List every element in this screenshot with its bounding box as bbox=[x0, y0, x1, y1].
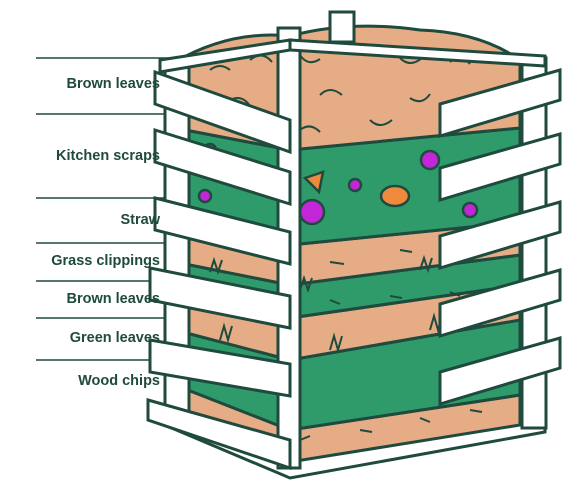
label-kitchen-scraps: Kitchen scraps bbox=[0, 148, 160, 164]
label-brown-leaves-lower: Brown leaves bbox=[0, 291, 160, 307]
label-wood-chips: Wood chips bbox=[0, 373, 160, 389]
label-green-leaves: Green leaves bbox=[0, 330, 160, 346]
label-straw: Straw bbox=[0, 212, 160, 228]
label-grass-clippings: Grass clippings bbox=[0, 253, 160, 269]
layer-labels: Brown leaves Kitchen scraps Straw Grass … bbox=[0, 0, 160, 494]
label-brown-leaves-top: Brown leaves bbox=[0, 76, 160, 92]
